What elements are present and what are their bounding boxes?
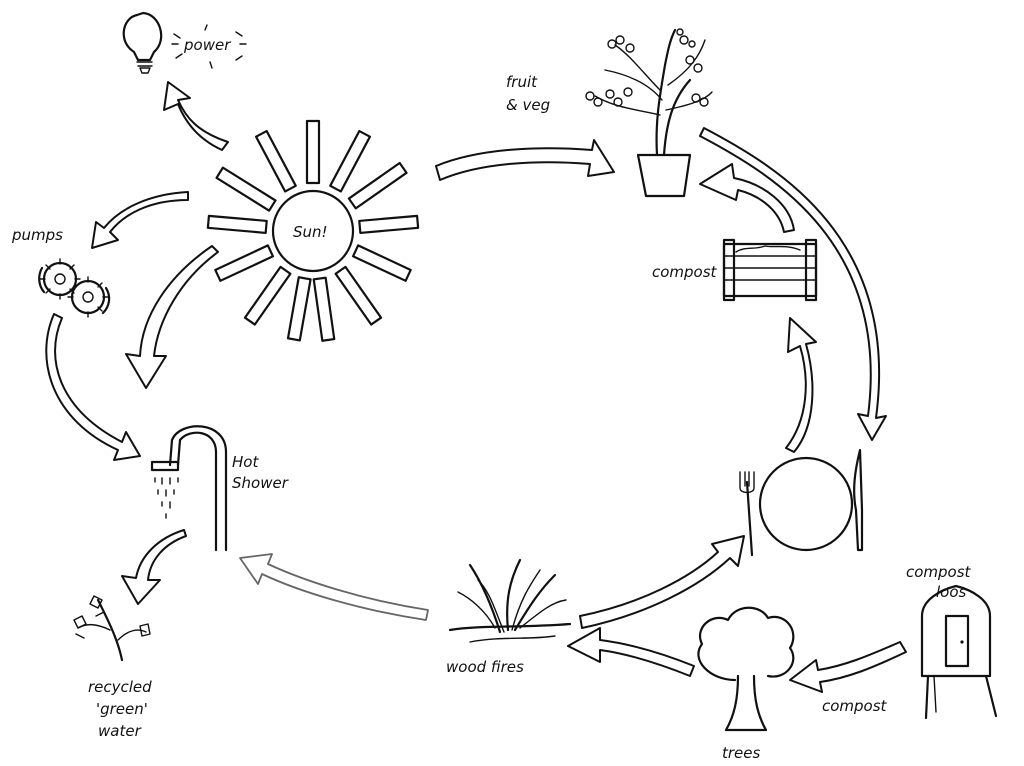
fire-icon bbox=[448, 558, 572, 643]
arrow-fruit-to-plate bbox=[699, 127, 887, 441]
fruit-label-line2: & veg bbox=[506, 96, 550, 114]
arrow-pumps-to-shower bbox=[45, 313, 141, 461]
arrow-fire-to-plate bbox=[579, 535, 745, 629]
pumps-label: pumps bbox=[11, 226, 63, 244]
arrow-sun-to-shower bbox=[125, 245, 219, 389]
arrow-sun-to-fruit bbox=[435, 139, 615, 181]
fruit-label-line1: fruit bbox=[506, 73, 538, 91]
compost-bin-label: compost bbox=[652, 263, 718, 281]
recycled-label-line2: 'green' bbox=[96, 700, 148, 718]
wood-fires-label: wood fires bbox=[446, 658, 524, 676]
sun-label: Sun! bbox=[293, 223, 328, 241]
lightbulb-icon bbox=[122, 11, 247, 74]
compost-loos-label-line2: loos bbox=[936, 583, 967, 601]
arrow-shower-to-seedling bbox=[121, 529, 187, 605]
arrow-plate-to-compost bbox=[785, 317, 817, 453]
outhouse-icon bbox=[920, 584, 998, 720]
seedling-icon bbox=[73, 595, 151, 662]
shower-icon bbox=[150, 425, 228, 552]
plate-cutlery-icon bbox=[739, 448, 864, 557]
compost-bin-icon bbox=[722, 238, 818, 302]
arrow-compost-to-plant bbox=[699, 163, 795, 233]
sun-icon: Sun! bbox=[206, 119, 420, 342]
tree-icon bbox=[697, 606, 795, 732]
arrow-sun-to-power bbox=[163, 81, 229, 151]
hot-label-line2: Shower bbox=[232, 474, 289, 492]
plant-pot-icon bbox=[585, 28, 713, 198]
recycled-label-line3: water bbox=[98, 722, 142, 740]
recycled-label-line1: recycled bbox=[88, 678, 152, 696]
compost-arrow-label: compost bbox=[822, 697, 888, 715]
trees-label: trees bbox=[722, 744, 761, 762]
arrow-tree-to-fire bbox=[567, 627, 695, 677]
compost-loos-label-line1: compost bbox=[906, 563, 972, 581]
hot-label-line1: Hot bbox=[232, 453, 259, 471]
arrow-outhouse-to-tree bbox=[789, 641, 907, 693]
arrow-fire-to-shower bbox=[239, 553, 429, 621]
gears-icon bbox=[38, 258, 111, 318]
arrow-sun-to-pumps bbox=[91, 191, 189, 249]
power-label: power bbox=[183, 36, 231, 54]
